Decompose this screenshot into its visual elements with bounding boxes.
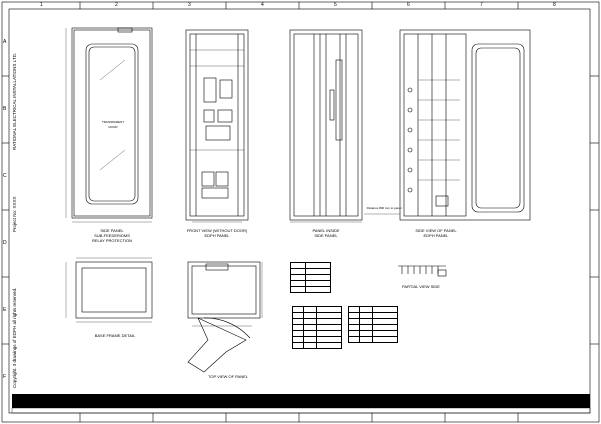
- side-panel-view: [65, 27, 153, 223]
- caption-partial-view: PARTIAL VIEW SIDE: [402, 284, 440, 289]
- front-view: [185, 29, 249, 223]
- caption-front-view: FRONT VIEW (WITHOUT DOOR): [186, 228, 248, 233]
- caption-side-panel-sub2: RELAY PROTECTION: [91, 238, 133, 243]
- cable-table-2: [348, 306, 398, 343]
- cable-table-1: [292, 306, 342, 349]
- grid-col-6: 6: [407, 2, 410, 8]
- caption-base-frame: BASE FRAME DETAIL: [94, 333, 136, 338]
- grid-row-a: A: [3, 39, 7, 45]
- grid-col-7: 7: [480, 2, 483, 8]
- inner-border: [8, 8, 591, 414]
- grid-row-e: E: [3, 307, 7, 313]
- grid-row-d: D: [3, 240, 7, 246]
- grid-row-f: F: [3, 374, 7, 380]
- grid-col-2: 2: [115, 2, 118, 8]
- caption-panel-inside: PANEL INSIDE: [312, 228, 340, 233]
- grid-row-c: C: [3, 173, 7, 179]
- side-view-panel: [364, 29, 531, 221]
- title-block-strip: [11, 407, 591, 414]
- caption-front-view-sub1: EDPH PANEL: [204, 233, 230, 238]
- caption-top-view: TOP VIEW OF PANEL: [207, 374, 248, 379]
- grid-col-4: 4: [261, 2, 264, 8]
- spec-table: [290, 262, 331, 293]
- caption-side-view: SIDE VIEW OF PANEL: [415, 228, 457, 233]
- base-frame-view: [65, 257, 153, 323]
- grid-col-1: 1: [40, 2, 43, 8]
- grid-col-5: 5: [334, 2, 337, 8]
- grid-col-3: 3: [188, 2, 191, 8]
- panel-inside-view: [289, 29, 363, 223]
- grid-col-8: 8: [553, 2, 556, 8]
- title-block-bar: [12, 394, 590, 408]
- partial-view: [398, 265, 447, 277]
- dimension-note: Distance 800 mm to panel: [366, 206, 402, 210]
- top-view: [187, 261, 263, 373]
- caption-side-panel: SIDE PANEL: [100, 228, 124, 233]
- door-label-2: DOOR: [108, 125, 118, 129]
- margin-company: RATIONAL ELECTRICAL INSTALLATIONS LTD.: [12, 52, 17, 150]
- caption-side-panel-sub1: SUB-FEEDER/DMS: [94, 233, 130, 238]
- margin-project: Project No: XXXX: [12, 196, 17, 232]
- margin-copyright: Copyright. 3 drawings of EDPH all rights…: [12, 287, 17, 388]
- grid-row-b: B: [3, 106, 7, 112]
- door-label-1: TRANSPARENT: [101, 120, 125, 124]
- caption-panel-inside-sub1: SIDE PANEL: [314, 233, 338, 238]
- caption-side-view-sub1: EDPH PANEL: [423, 233, 449, 238]
